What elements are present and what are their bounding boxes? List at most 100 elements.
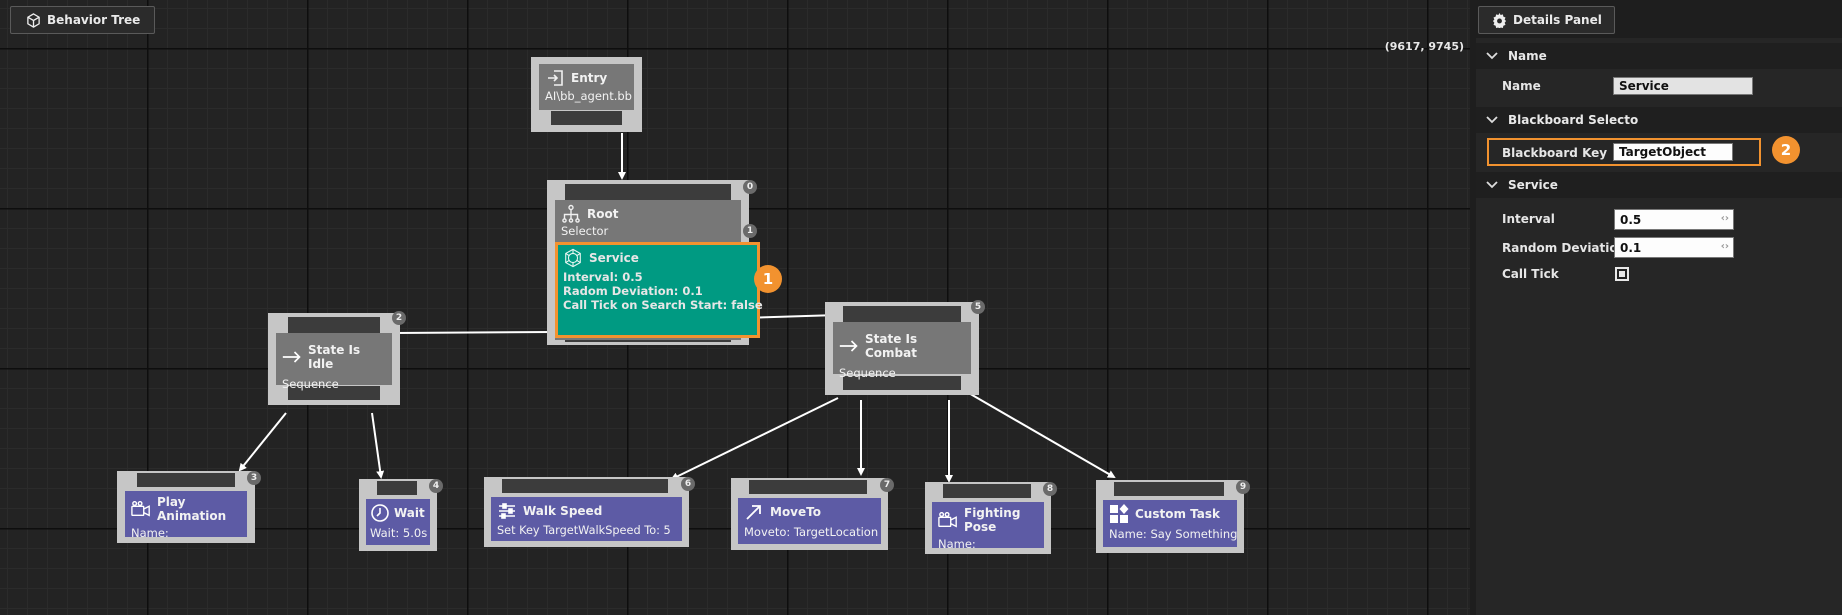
hierarchy-icon — [561, 204, 581, 224]
interval-label: Interval — [1502, 212, 1555, 226]
link-root-idle — [392, 328, 554, 337]
section-blackboard[interactable]: Blackboard Selecto — [1476, 107, 1842, 133]
idle-badge: 2 — [392, 311, 406, 325]
moveto-node[interactable]: MoveTo Moveto: TargetLocation 7 — [731, 478, 894, 550]
section-service-label: Service — [1508, 178, 1558, 192]
callout-1: 1 — [754, 265, 782, 293]
behavior-tree-tab[interactable]: Behavior Tree — [10, 6, 156, 34]
play-anim-sub: Name: — [131, 526, 169, 540]
wait-sub: Wait: 5.0s — [370, 526, 428, 540]
combat-badge: 5 — [971, 300, 985, 314]
interval-field[interactable]: 0.5 ‹› — [1614, 209, 1734, 230]
service-interval: Interval: 0.5 — [563, 270, 643, 284]
bbkey-label: Blackboard Key — [1502, 146, 1608, 160]
prop-name-row: Name Service — [1476, 75, 1842, 101]
details-body — [1476, 38, 1842, 615]
behavior-tree-label: Behavior Tree — [47, 13, 141, 27]
custom-sub: Name: Say Something — [1109, 527, 1238, 541]
call-tick-checkbox[interactable] — [1615, 267, 1629, 281]
moveto-badge: 7 — [880, 478, 894, 492]
root-badge: 0 — [743, 180, 757, 194]
spinner-icon[interactable]: ‹› — [1720, 213, 1729, 224]
service-deviation: Radom Deviation: 0.1 — [563, 284, 703, 298]
service-title: Service — [589, 251, 639, 265]
deviation-value: 0.1 — [1620, 241, 1642, 255]
details-panel — [1470, 0, 1842, 615]
deviation-label: Random Deviation — [1502, 241, 1627, 255]
section-name-label: Name — [1508, 49, 1547, 63]
shapes-icon — [1109, 504, 1129, 524]
blackboard-key-field[interactable]: TargetObject — [1613, 143, 1733, 161]
link-combat-walkspeed — [670, 397, 839, 480]
fighting-pose-node[interactable]: Fighting Pose Name: 8 — [925, 482, 1057, 554]
custom-badge: 9 — [1236, 480, 1250, 494]
service-gear-icon — [563, 248, 583, 268]
play-anim-badge: 3 — [247, 471, 261, 485]
calltick-label: Call Tick — [1502, 267, 1559, 281]
walk-speed-badge: 6 — [681, 477, 695, 491]
sliders-icon — [497, 501, 517, 521]
walk-speed-sub: Set Key TargetWalkSpeed To: 5 — [497, 524, 671, 537]
fighting-badge: 8 — [1043, 482, 1057, 496]
details-panel-label: Details Panel — [1513, 13, 1602, 27]
prop-bbkey-row: Blackboard Key TargetObject — [1487, 138, 1761, 166]
state-idle-node[interactable]: State Is Idle Sequence 2 — [268, 311, 406, 405]
gear-icon — [1491, 12, 1507, 28]
custom-title: Custom Task — [1135, 507, 1221, 521]
walk-speed-node[interactable]: Walk Speed Set Key TargetWalkSpeed To: 5… — [484, 477, 695, 547]
diagonal-arrow-icon — [744, 502, 764, 522]
section-service[interactable]: Service — [1476, 172, 1842, 198]
details-panel-tab[interactable]: Details Panel — [1478, 6, 1615, 34]
clock-icon — [370, 503, 390, 523]
idle-sub: Sequence — [282, 377, 339, 391]
entry-title: Entry — [571, 71, 608, 85]
name-field[interactable]: Service — [1613, 77, 1753, 95]
service-node[interactable]: Service Interval: 0.5 Radom Deviation: 0… — [555, 242, 763, 338]
idle-title: State Is Idle — [308, 343, 361, 371]
play-animation-node[interactable]: Play Animation Name: 3 — [117, 471, 261, 543]
section-blackboard-label: Blackboard Selecto — [1508, 113, 1639, 127]
fighting-sub: Name: — [938, 537, 976, 551]
root-title: Root — [587, 207, 619, 221]
play-anim-title: Play Animation — [157, 495, 227, 523]
camera-icon — [131, 499, 151, 519]
link-combat-custom — [966, 391, 1116, 479]
combat-sub: Sequence — [839, 366, 896, 380]
prop-interval-row: Interval 0.5 ‹› — [1476, 206, 1842, 232]
callout-2: 2 — [1772, 136, 1800, 164]
prop-calltick-row: Call Tick — [1476, 262, 1842, 288]
arrow-right-icon — [282, 347, 302, 367]
chevron-down-icon — [1486, 116, 1500, 124]
entry-node[interactable]: Entry AI\bb_agent.bb — [531, 57, 642, 132]
entry-sub: AI\bb_agent.bb — [545, 89, 632, 103]
arrow-right-icon — [839, 336, 859, 356]
combat-title: State Is Combat — [865, 332, 918, 360]
moveto-sub: Moveto: TargetLocation — [744, 525, 879, 539]
state-combat-node[interactable]: State Is Combat Sequence 5 — [825, 300, 985, 395]
chevron-down-icon — [1486, 181, 1500, 189]
section-name[interactable]: Name — [1476, 43, 1842, 69]
camera-icon — [938, 510, 958, 530]
canvas-coords: (9617, 9745) — [1384, 40, 1464, 53]
wait-title: Wait — [394, 506, 425, 520]
prop-deviation-row: Random Deviation 0.1 ‹› — [1476, 234, 1842, 260]
root-sub: Selector — [561, 224, 609, 238]
graph-canvas[interactable]: Entry AI\bb_agent.bb Root Selector 0 1 S… — [0, 0, 1470, 615]
chevron-down-icon — [1486, 52, 1500, 60]
custom-task-node[interactable]: Custom Task Name: Say Something 9 — [1096, 480, 1250, 553]
moveto-title: MoveTo — [770, 505, 821, 519]
wait-badge: 4 — [429, 479, 443, 493]
fighting-title: Fighting Pose — [964, 506, 1021, 534]
interval-value: 0.5 — [1620, 213, 1642, 227]
spinner-icon[interactable]: ‹› — [1720, 241, 1729, 252]
deviation-field[interactable]: 0.1 ‹› — [1614, 237, 1734, 258]
service-calltick: Call Tick on Search Start: false — [563, 298, 763, 312]
prop-name-label: Name — [1502, 79, 1541, 93]
walk-speed-title: Walk Speed — [523, 504, 603, 518]
enter-icon — [545, 68, 565, 88]
link-idle-playanim — [238, 412, 287, 472]
wait-node[interactable]: Wait Wait: 5.0s 4 — [359, 479, 443, 551]
service-badge: 1 — [743, 224, 757, 238]
link-idle-wait — [371, 412, 385, 479]
cube-icon — [25, 12, 41, 28]
